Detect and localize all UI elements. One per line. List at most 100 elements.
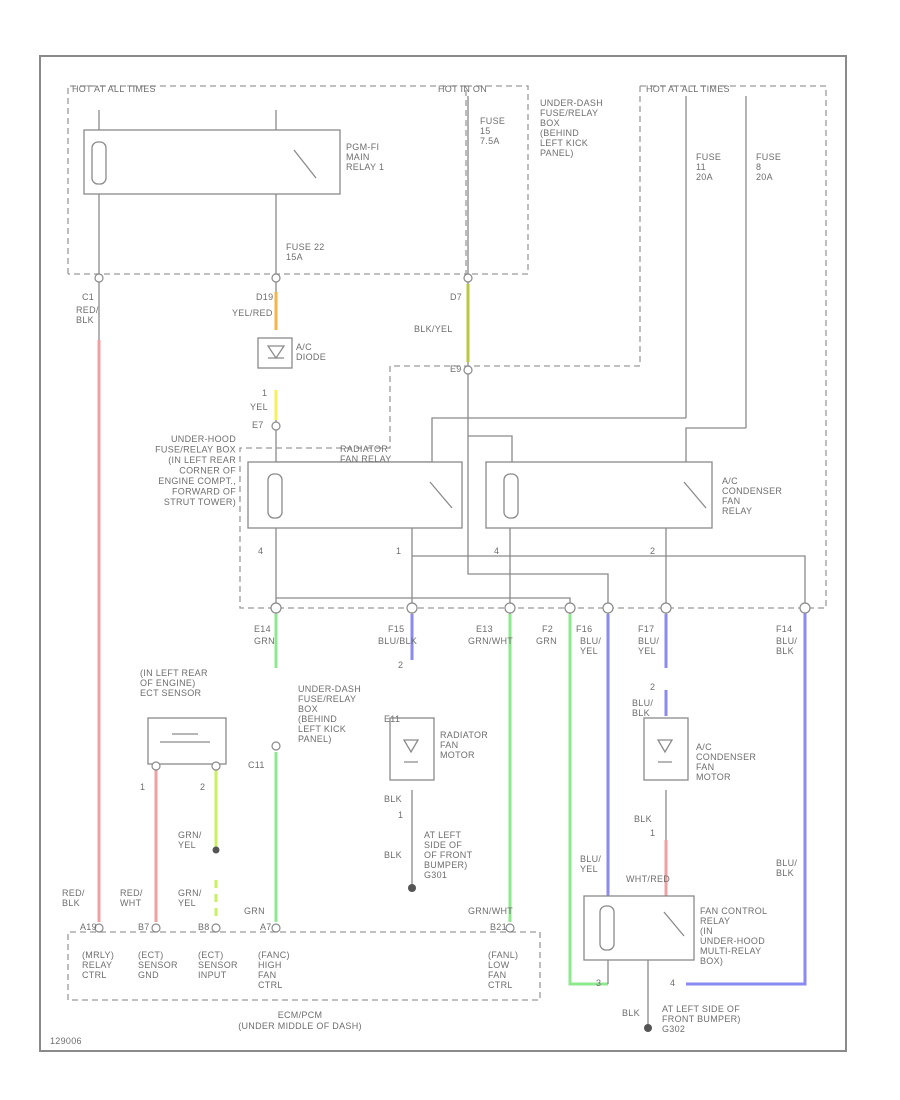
label-blu-yel-f17-line: YEL bbox=[638, 646, 656, 656]
ground-g302-symbol bbox=[644, 1024, 652, 1032]
label-ac-relay-pin-2: 2 bbox=[650, 546, 655, 556]
label-underdash-fuse-box-2-line: PANEL) bbox=[298, 734, 332, 744]
label-blu-yel-relay: BLU/YEL bbox=[580, 854, 601, 874]
label-sensor-pin-2: 2 bbox=[200, 782, 205, 792]
label-ground-g302-line: FRONT BUMPER) bbox=[662, 1014, 741, 1024]
label-underhood-fuse-box-line: UNDER-HOOD bbox=[171, 434, 236, 444]
label-ecm-line: ECM/PCM bbox=[278, 1010, 323, 1020]
node-f17 bbox=[660, 602, 672, 614]
label-sensor-pin-1: 1 bbox=[140, 782, 145, 792]
node-f2 bbox=[564, 602, 576, 614]
label-ground-g301-line: BUMPER) bbox=[424, 860, 468, 870]
label-radiator-fan-relay-line: RADIATOR bbox=[340, 444, 388, 454]
label-grn-bottom: GRN bbox=[244, 906, 265, 916]
node-e14 bbox=[270, 602, 282, 614]
label-blu-blk-motor: BLU/BLK bbox=[632, 698, 653, 718]
label-fuse-15-line: FUSE bbox=[480, 116, 505, 126]
label-ect-sensor-line: ECT SENSOR bbox=[140, 688, 202, 698]
label-ecm-pin-ect-gnd-line: SENSOR bbox=[138, 960, 178, 970]
hot-in-on-box bbox=[466, 85, 529, 275]
label-blk-bottom: BLK bbox=[622, 1008, 640, 1018]
label-pgm-fi-relay-line: RELAY 1 bbox=[346, 162, 384, 172]
node-f15 bbox=[406, 602, 418, 614]
label-e11: E11 bbox=[384, 714, 400, 724]
label-ctrl-pin-3: 3 bbox=[596, 978, 601, 988]
label-f2: F2 bbox=[542, 624, 553, 634]
label-blu-blk-f14-line: BLU/ bbox=[776, 636, 797, 646]
label-fan-control-relay-line: MULTI-RELAY bbox=[700, 946, 761, 956]
label-blu-yel-relay-line: BLU/ bbox=[580, 854, 601, 864]
label-fuse-11-line: 11 bbox=[696, 162, 706, 172]
label-underdash-fuse-box-line: LEFT KICK bbox=[540, 138, 588, 148]
label-radiator-fan-relay-line: FAN RELAY bbox=[340, 454, 392, 464]
label-blu-blk-motor-line: BLK bbox=[632, 708, 650, 718]
label-f15: F15 bbox=[388, 624, 404, 634]
label-wht-red: WHT/RED bbox=[626, 874, 670, 884]
node-c11 bbox=[271, 741, 281, 751]
label-underdash-fuse-box-2-line: BOX bbox=[298, 704, 318, 714]
label-fuse-15-line: 7.5A bbox=[480, 136, 500, 146]
label-underdash-fuse-box-line: (BEHIND bbox=[540, 128, 579, 138]
label-underhood-fuse-box-line: ENGINE COMPT., bbox=[158, 476, 236, 486]
label-ac-diode-line: A/C bbox=[296, 342, 312, 352]
label-blu-blk-motor-line: BLU/ bbox=[632, 698, 653, 708]
label-red-blk-top-line: RED/ bbox=[76, 305, 99, 315]
label-fan-control-relay-line: BOX) bbox=[700, 956, 723, 966]
label-underhood-fuse-box-line: FUSE/RELAY BOX bbox=[155, 445, 236, 455]
label-underdash-fuse-box-2-line: UNDER-DASH bbox=[298, 684, 361, 694]
label-blu-blk-right-line: BLK bbox=[776, 868, 794, 878]
label-c11: C11 bbox=[248, 760, 265, 770]
label-rad-relay-pin-1: 1 bbox=[396, 546, 401, 556]
label-grn-wht-e13: GRN/WHT bbox=[468, 636, 513, 646]
label-ctrl-pin-4: 4 bbox=[670, 978, 675, 988]
radiator-fan-motor-symbol bbox=[402, 739, 420, 763]
label-blk-fan: BLK bbox=[384, 794, 402, 804]
wire-relay-bus bbox=[412, 555, 806, 610]
label-fan-control-relay-line: UNDER-HOOD bbox=[700, 936, 765, 946]
label-ac-diode-line: DIODE bbox=[296, 352, 326, 362]
label-b8: B8 bbox=[198, 922, 210, 932]
label-b21: B21 bbox=[490, 922, 507, 932]
label-red-wht-line: RED/ bbox=[120, 888, 143, 898]
label-ground-g301-line: OF FRONT bbox=[424, 850, 473, 860]
label-e14: E14 bbox=[254, 624, 271, 634]
node-a11 bbox=[151, 761, 161, 771]
label-ecm-pin-fanc-line: HIGH bbox=[258, 960, 282, 970]
label-ecm-pin-fanl-line: FAN bbox=[488, 970, 506, 980]
fan-control-relay-switch bbox=[663, 911, 685, 937]
label-d19: D19 bbox=[256, 292, 273, 302]
label-underdash-fuse-box-line: BOX bbox=[540, 118, 560, 128]
label-blk-yel: BLK/YEL bbox=[414, 324, 453, 334]
label-fuse-11-line: 20A bbox=[696, 172, 713, 182]
label-ac-condenser-fan-motor-line: CONDENSER bbox=[696, 752, 756, 762]
label-ecm-line: (UNDER MIDDLE OF DASH) bbox=[238, 1021, 362, 1031]
label-fuse-22-line: 15A bbox=[286, 252, 303, 262]
label-red-blk-top-line: BLK bbox=[76, 315, 94, 325]
node-e9 bbox=[463, 365, 473, 375]
label-ground-g301-line: AT LEFT bbox=[424, 830, 461, 840]
label-blk-ac: BLK bbox=[634, 814, 652, 824]
label-ecm-pin-ect-input-line: INPUT bbox=[198, 970, 227, 980]
label-underhood-fuse-box-line: STRUT TOWER) bbox=[164, 497, 236, 507]
label-ac-motor-pin-1: 1 bbox=[650, 828, 655, 838]
node-f16 bbox=[602, 602, 614, 614]
wire-ign-branch bbox=[468, 435, 513, 462]
label-underdash-fuse-box-2-line: FUSE/RELAY bbox=[298, 694, 356, 704]
label-diode-pin-1: 1 bbox=[262, 388, 267, 398]
radiator-fan-relay bbox=[247, 461, 463, 529]
label-yel: YEL bbox=[250, 402, 268, 412]
label-ecm-pin-fanc-line: (FANC) bbox=[258, 950, 290, 960]
pgm-fi-relay-switch bbox=[293, 149, 317, 179]
